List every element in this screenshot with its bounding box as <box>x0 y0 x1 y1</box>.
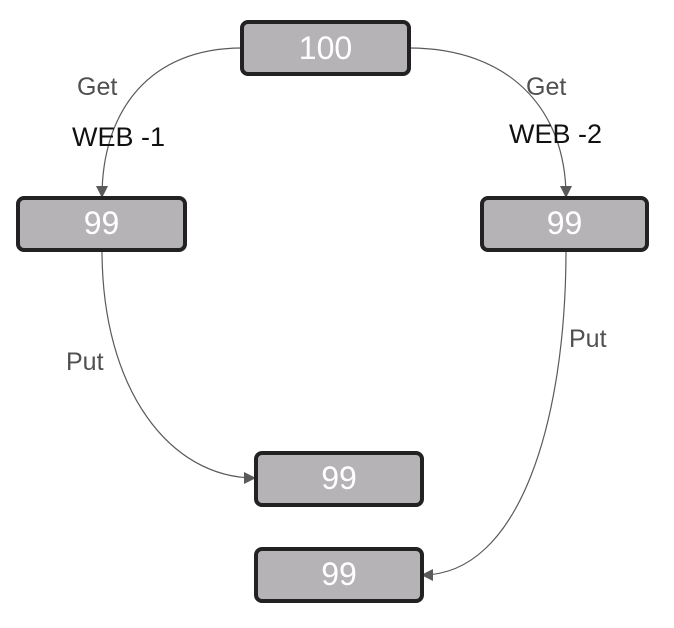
web2-write-value: 99 <box>321 556 357 592</box>
put-edge-left <box>101 249 256 484</box>
web1-write-node: 99 <box>254 451 424 507</box>
put-label-right: Put <box>569 325 607 353</box>
get-label-right: Get <box>526 73 566 101</box>
web2-read-node: 99 <box>480 196 649 252</box>
web2-write-node: 99 <box>254 547 424 603</box>
get-label-left: Get <box>77 73 117 101</box>
put-edge-right <box>421 249 567 581</box>
source-value: 100 <box>299 30 352 66</box>
web2-read-value: 99 <box>547 205 583 241</box>
put-label-left: Put <box>66 348 104 376</box>
get-edge-left <box>96 47 243 198</box>
web1-read-value: 99 <box>84 205 120 241</box>
web1-label: WEB -1 <box>72 122 165 152</box>
get-edge-right <box>408 47 572 198</box>
source-value-node: 100 <box>240 20 411 76</box>
web2-label: WEB -2 <box>509 119 602 149</box>
web1-write-value: 99 <box>321 460 357 496</box>
web1-read-node: 99 <box>16 196 187 252</box>
